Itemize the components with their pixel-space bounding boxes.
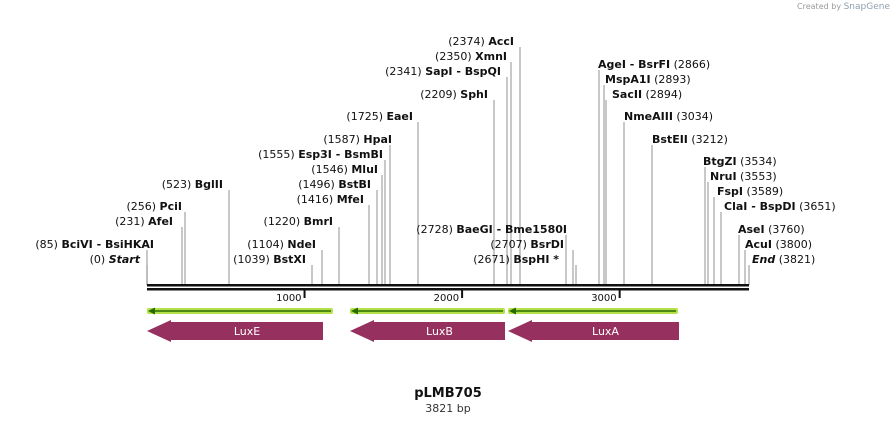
axis-ticks: 1000 2000 3000 — [276, 290, 621, 304]
feature-label-luxe: LuxE — [234, 325, 260, 338]
tick-label-3000: 3000 — [591, 293, 616, 304]
site-label-sacii: SacII (2894) — [612, 88, 682, 101]
site-label-bsphi: (2671) BspHI * — [473, 253, 559, 266]
site-label-hpai: (1587) HpaI — [323, 133, 392, 146]
site-label-bmri: (1220) BmrI — [264, 215, 333, 228]
site-label-start: (0) Start — [90, 253, 141, 266]
snapgene-logo-text: SnapGene — [843, 2, 890, 12]
site-label-esp3i: (1555) Esp3I - BsmBI — [258, 148, 383, 161]
site-label-bsteii: BstEII (3212) — [652, 133, 728, 146]
site-label-nmeaiii: NmeAIII (3034) — [624, 110, 713, 123]
site-label-ndei: (1104) NdeI — [247, 238, 316, 251]
backbone — [147, 284, 749, 291]
map-title: pLMB705 — [414, 386, 482, 401]
feature-label-luxb: LuxB — [426, 325, 453, 338]
map-length: 3821 bp — [425, 402, 470, 415]
site-label-acui: AcuI (3800) — [745, 238, 812, 251]
site-label-end: End (3821) — [752, 253, 815, 266]
backbone-bottom-strand — [147, 288, 749, 291]
site-label-acci: (2374) AccI — [448, 35, 514, 48]
site-label-bcivi: (85) BciVI - BsiHKAI — [35, 238, 154, 251]
primer-arrow-head — [509, 307, 516, 315]
site-label-btgzi: BtgZI (3534) — [703, 155, 777, 168]
site-label-eaei: (1725) EaeI — [346, 110, 413, 123]
site-labels: (85) BciVI - BsiHKAI (0) Start (231) AfeI (… — [35, 35, 835, 266]
site-label-mfei: (1416) MfeI — [297, 193, 364, 206]
feature-tracks: LuxE LuxB LuxA — [147, 320, 679, 342]
feature-arrow-luxa — [508, 320, 679, 342]
backbone-top-strand — [147, 284, 749, 287]
site-label-sapi: (2341) SapI - BspQI — [385, 65, 501, 78]
site-label-fspi: FspI (3589) — [717, 185, 783, 198]
site-leader-lines — [146, 47, 750, 285]
feature-label-luxa: LuxA — [592, 325, 619, 338]
site-label-bstbi: (1496) BstBI — [298, 178, 371, 191]
credit-prefix: Created by — [797, 2, 842, 11]
site-label-clai: ClaI - BspDI (3651) — [724, 200, 836, 213]
site-label-afei: (231) AfeI — [115, 215, 173, 228]
site-label-pcii: (256) PciI — [126, 200, 182, 213]
site-label-bsrdi: (2707) BsrDI — [490, 238, 564, 251]
tick-label-1000: 1000 — [276, 293, 301, 304]
site-label-baegi: (2728) BaeGI - Bme1580I — [416, 223, 567, 236]
primer-tracks — [147, 307, 678, 315]
primer-arrow-head — [351, 307, 358, 315]
site-label-mspa1i: MspA1I (2893) — [605, 73, 691, 86]
site-label-asei: AseI (3760) — [738, 223, 805, 236]
feature-arrow-luxb — [350, 320, 505, 342]
site-label-agei: AgeI - BsrFI (2866) — [598, 58, 710, 71]
site-label-bstxi: (1039) BstXI — [233, 253, 306, 266]
site-label-mlui: (1546) MluI — [311, 163, 378, 176]
site-label-sphi: (2209) SphI — [420, 88, 488, 101]
site-label-xmni: (2350) XmnI — [435, 50, 507, 63]
feature-arrow-luxe — [147, 320, 323, 342]
site-label-bglii: (523) BglII — [162, 178, 223, 191]
tick-label-2000: 2000 — [434, 293, 459, 304]
credit-text: Created by SnapGene — [797, 2, 890, 12]
primer-arrow-head — [148, 307, 155, 315]
site-label-nrui: NruI (3553) — [710, 170, 777, 183]
